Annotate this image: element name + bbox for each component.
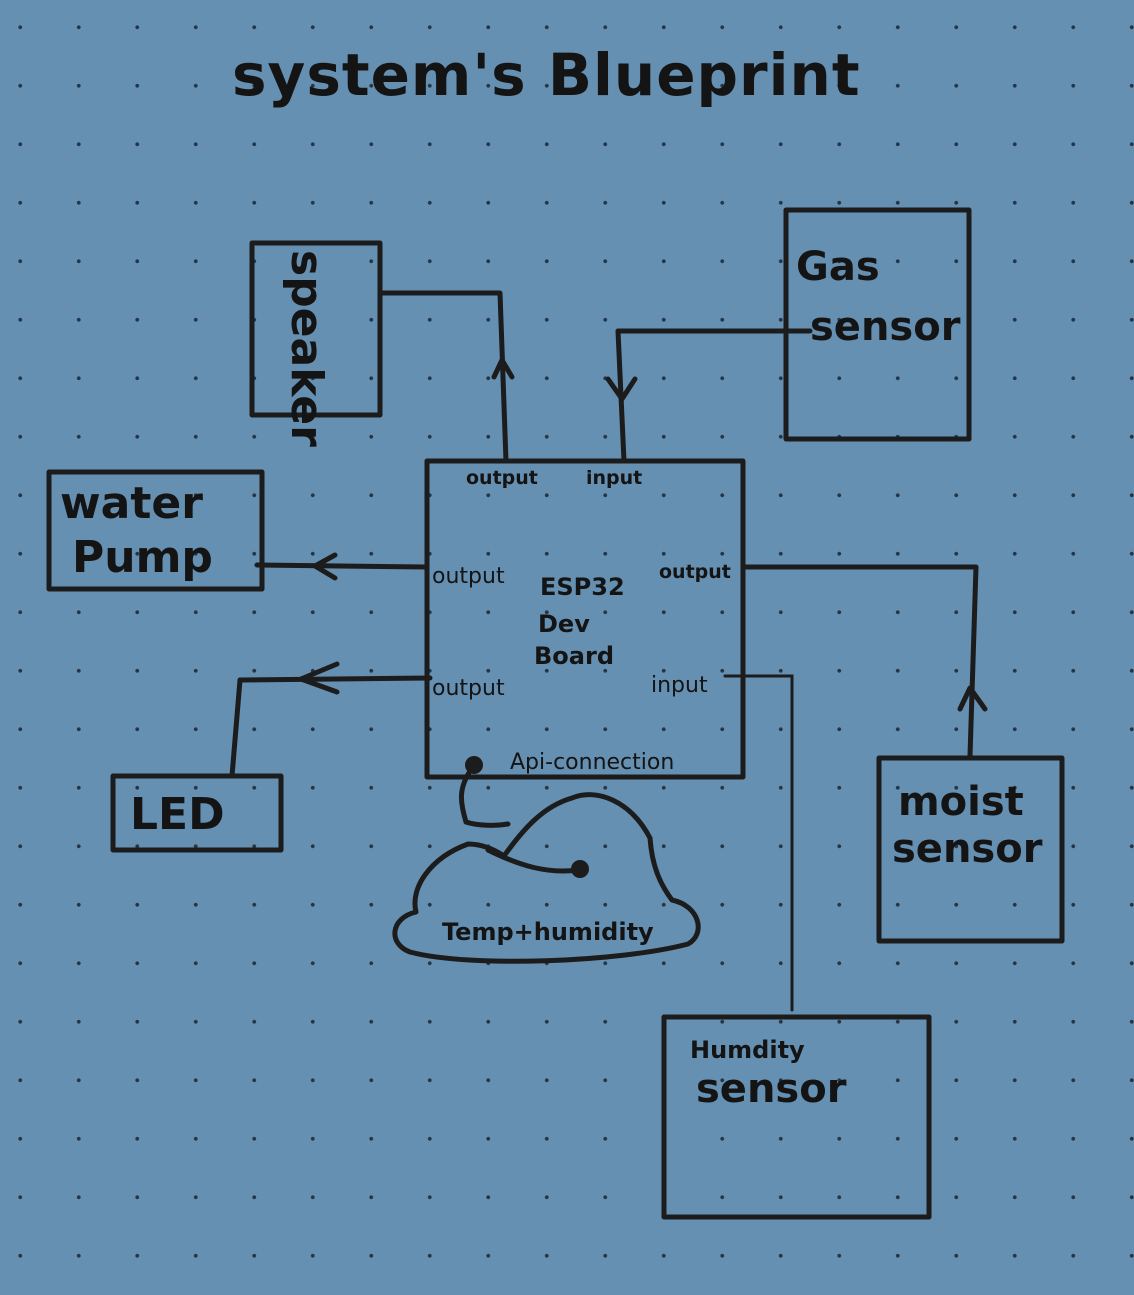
port-top-output: output — [466, 467, 538, 489]
cloud-label: Temp+humidity — [442, 918, 654, 946]
port-left-output-upper: output — [432, 564, 505, 589]
gas-sensor-connector — [615, 328, 813, 464]
speaker-arrowhead — [491, 357, 515, 380]
speaker-box — [249, 240, 383, 418]
cloud-outline — [392, 792, 701, 964]
speaker-node: speaker — [249, 240, 383, 447]
water-pump-arrowhead — [312, 552, 338, 581]
cloud-inner-line — [485, 847, 581, 874]
led-label: LED — [130, 789, 225, 840]
moist-sensor-node: moist sensor — [876, 755, 1065, 944]
humidity-sensor-label-line2: sensor — [696, 1066, 847, 1112]
esp32-board-label-line3: Board — [534, 642, 614, 670]
humidity-sensor-node: Humdity sensor — [661, 1014, 932, 1220]
humidity-sensor-label-line1: Humdity — [690, 1036, 805, 1064]
esp32-board-box — [424, 458, 746, 780]
esp32-board-label-line2: Dev — [538, 610, 590, 638]
speaker-connector — [379, 290, 509, 464]
gas-sensor-box — [783, 207, 972, 442]
gas-sensor-label-line2: sensor — [810, 304, 961, 350]
gas-sensor-label-line1: Gas — [796, 244, 880, 290]
gas-sensor-node: Gas sensor — [783, 207, 972, 442]
moist-sensor-arrowhead — [957, 685, 988, 712]
moist-sensor-label-line1: moist — [898, 779, 1024, 825]
diagram-title: system's Blueprint — [232, 41, 861, 109]
led-connector — [229, 675, 433, 779]
led-arrowhead — [298, 661, 340, 695]
speaker-label: speaker — [281, 250, 332, 447]
water-pump-label-line2: Pump — [72, 532, 213, 583]
led-box — [110, 773, 284, 853]
gas-sensor-arrowhead — [605, 376, 638, 402]
connectors — [229, 290, 988, 1012]
esp32-board-node: ESP32 Dev Board output input output outp… — [424, 458, 746, 780]
humidity-sensor-connector — [723, 674, 794, 1012]
cloud-node: Temp+humidity — [392, 756, 701, 964]
esp32-board-label-line1: ESP32 — [540, 573, 625, 601]
port-right-input: input — [651, 673, 708, 698]
water-pump-box — [46, 469, 265, 592]
cloud-inner-dot — [571, 860, 589, 878]
led-node: LED — [110, 773, 284, 853]
moist-sensor-connector — [740, 564, 979, 759]
water-pump-label-line1: water — [60, 478, 203, 529]
port-top-input: input — [586, 467, 642, 489]
humidity-sensor-box — [661, 1014, 932, 1220]
api-connection-wire — [459, 765, 511, 828]
port-right-output: output — [659, 561, 731, 583]
port-api-connection: Api-connection — [510, 750, 674, 775]
moist-sensor-label-line2: sensor — [892, 826, 1043, 872]
port-left-output-lower: output — [432, 676, 505, 701]
water-pump-connector — [254, 562, 430, 570]
water-pump-node: water Pump — [46, 469, 265, 592]
